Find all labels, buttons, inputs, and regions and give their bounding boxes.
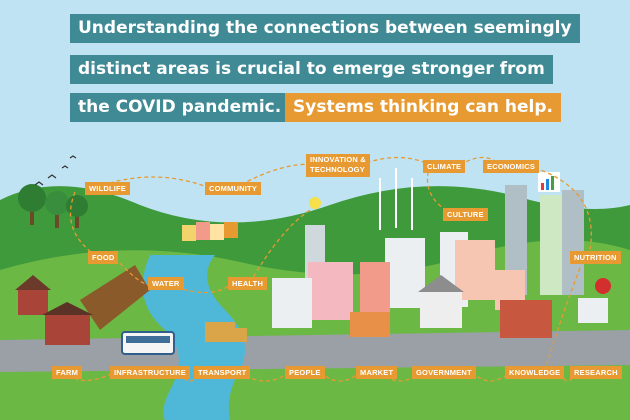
label-culture: CULTURE (443, 208, 488, 221)
headline-highlight: Systems thinking can help. (285, 93, 561, 122)
label-innovation-technology: INNOVATION & TECHNOLOGY (306, 154, 370, 177)
headline-line-3: the COVID pandemic. (70, 93, 290, 122)
label-transport: TRANSPORT (194, 366, 251, 379)
label-infrastructure: INFRASTRUCTURE (110, 366, 190, 379)
city-buildings (272, 185, 608, 338)
label-knowledge: KNOWLEDGE (505, 366, 565, 379)
label-people: PEOPLE (285, 366, 325, 379)
hillside-houses (182, 222, 238, 241)
truck (205, 322, 247, 342)
label-food: FOOD (88, 251, 119, 264)
lightbulb (309, 197, 321, 209)
market-stall (350, 312, 390, 337)
label-climate: CLIMATE (423, 160, 466, 173)
apple-icon (595, 278, 611, 294)
farm-house (15, 275, 93, 345)
trees (18, 184, 88, 228)
label-market: MARKET (356, 366, 398, 379)
label-farm: FARM (52, 366, 83, 379)
label-health: HEALTH (228, 277, 268, 290)
farm-field (80, 265, 150, 330)
birds (34, 155, 77, 186)
wind-turbines (379, 168, 413, 230)
label-government: GOVERNMENT (412, 366, 476, 379)
label-water: WATER (148, 277, 184, 290)
label-innovation-line-1: INNOVATION & (310, 155, 366, 164)
label-research: RESEARCH (570, 366, 622, 379)
label-community: COMMUNITY (205, 182, 262, 195)
label-nutrition: NUTRITION (570, 251, 621, 264)
label-innovation-line-2: TECHNOLOGY (310, 165, 365, 174)
label-wildlife: WILDLIFE (85, 182, 131, 195)
headline-line-1: Understanding the connections between se… (70, 14, 580, 43)
headline-line-2: distinct areas is crucial to emerge stro… (70, 55, 553, 84)
bus (121, 331, 175, 355)
chart-icon (538, 172, 560, 192)
label-economics: ECONOMICS (483, 160, 540, 173)
